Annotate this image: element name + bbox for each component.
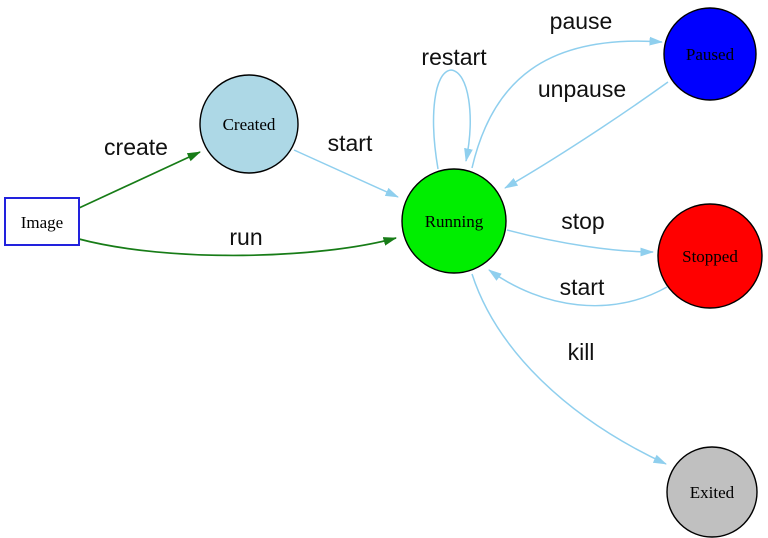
state-node-image: Image — [4, 197, 80, 246]
edge-run-arrow — [78, 237, 397, 257]
edge-unpause-arrow — [504, 81, 669, 189]
edge-start-created-running-arrow — [293, 149, 399, 198]
running-node-circle — [401, 168, 507, 274]
stopped-node-circle — [657, 203, 763, 309]
edge-label-run: run — [229, 224, 262, 250]
exited-node-label: Exited — [690, 483, 735, 502]
edge-label-restart: restart — [421, 44, 487, 70]
edge-label-pause: pause — [550, 8, 613, 34]
stopped-node-label: Stopped — [682, 247, 738, 266]
edge-stop-arrow — [506, 229, 654, 257]
state-node-created: Created — [199, 74, 299, 174]
edge-create-arrow — [78, 151, 201, 209]
paused-node-circle — [663, 7, 757, 101]
state-node-exited: Exited — [666, 446, 758, 538]
state-node-running: Running — [401, 168, 507, 274]
edge-label-start-1: start — [328, 130, 373, 156]
edge-label-start-2: start — [560, 274, 605, 300]
created-node-circle — [199, 74, 299, 174]
edge-label-create: create — [104, 134, 168, 160]
exited-node-circle — [666, 446, 758, 538]
edge-kill-arrow — [471, 273, 667, 465]
paused-node-label: Paused — [686, 45, 735, 64]
edge-label-stop: stop — [561, 208, 604, 234]
edge-label-kill: kill — [568, 339, 595, 365]
state-node-stopped: Stopped — [657, 203, 763, 309]
edge-pause-arrow — [471, 36, 663, 169]
running-node-label: Running — [425, 212, 484, 231]
edge-start-stopped-running-arrow — [488, 269, 668, 307]
image-node-box — [4, 197, 80, 246]
state-node-paused: Paused — [663, 7, 757, 101]
image-node-label: Image — [21, 213, 63, 232]
edge-label-unpause: unpause — [538, 76, 626, 102]
created-node-label: Created — [223, 115, 276, 134]
edge-restart-selfloop-arrow — [432, 69, 473, 170]
